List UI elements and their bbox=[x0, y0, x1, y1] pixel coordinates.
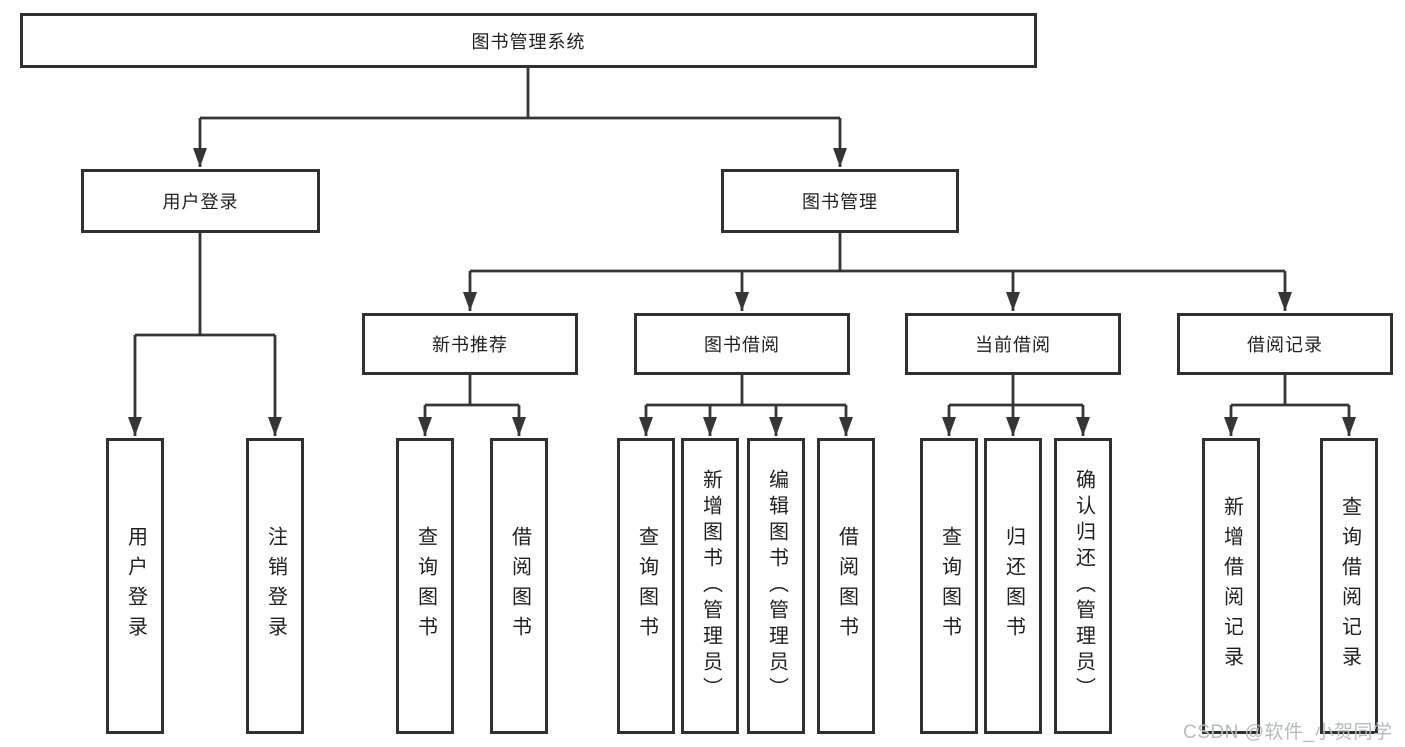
node-book-borrowing: 图书借阅 bbox=[634, 313, 850, 375]
node-label: 查询图书 bbox=[938, 526, 961, 646]
node-label: 用户登录 bbox=[162, 192, 239, 212]
leaf-logout: 注销登录 bbox=[246, 438, 304, 734]
node-label: 借阅图书 bbox=[835, 526, 858, 646]
leaf-query-borrow-record: 查询借阅记录 bbox=[1320, 438, 1378, 734]
leaf-query-books-recommend: 查询图书 bbox=[396, 438, 454, 734]
leaf-query-books-current: 查询图书 bbox=[920, 438, 978, 734]
node-label: 归还图书 bbox=[1002, 526, 1025, 646]
node-new-book-recommendation: 新书推荐 bbox=[362, 313, 578, 375]
node-user-login: 用户登录 bbox=[81, 169, 320, 233]
leaf-query-books-borrowing: 查询图书 bbox=[617, 438, 675, 734]
node-label: 查询图书 bbox=[414, 526, 437, 646]
leaf-confirm-return-admin: 确认归还（管理员） bbox=[1054, 438, 1112, 734]
node-current-borrowing: 当前借阅 bbox=[905, 313, 1121, 375]
csdn-watermark: CSDN @软件_小贺同学 bbox=[1183, 722, 1393, 743]
node-label: 确认归还（管理员） bbox=[1072, 469, 1095, 703]
node-library-management-system: 图书管理系统 bbox=[20, 13, 1037, 68]
leaf-add-book-admin: 新增图书（管理员） bbox=[681, 438, 739, 734]
leaf-return-book: 归还图书 bbox=[984, 438, 1042, 734]
node-borrowing-records: 借阅记录 bbox=[1177, 313, 1393, 375]
node-label: 图书管理 bbox=[802, 192, 878, 212]
node-label: 图书管理系统 bbox=[471, 31, 586, 52]
node-label: 借阅图书 bbox=[508, 526, 531, 646]
leaf-borrow-books-borrowing: 借阅图书 bbox=[817, 438, 875, 734]
leaf-user-login: 用户登录 bbox=[106, 438, 164, 734]
node-label: 借阅记录 bbox=[1247, 335, 1323, 355]
node-label: 注销登录 bbox=[264, 526, 287, 646]
node-label: 图书借阅 bbox=[704, 335, 780, 355]
node-label: 查询借阅记录 bbox=[1338, 496, 1361, 676]
node-label: 新增图书（管理员） bbox=[699, 469, 722, 703]
leaf-add-borrow-record: 新增借阅记录 bbox=[1202, 438, 1260, 734]
node-label: 新增借阅记录 bbox=[1220, 496, 1243, 676]
node-label: 查询图书 bbox=[635, 526, 658, 646]
node-label: 新书推荐 bbox=[432, 335, 508, 355]
node-book-management: 图书管理 bbox=[721, 169, 959, 233]
leaf-edit-book-admin: 编辑图书（管理员） bbox=[747, 438, 805, 734]
node-label: 当前借阅 bbox=[975, 335, 1051, 355]
leaf-borrow-books-recommend: 借阅图书 bbox=[490, 438, 548, 734]
node-label: 编辑图书（管理员） bbox=[765, 469, 788, 703]
node-label: 用户登录 bbox=[124, 526, 147, 646]
